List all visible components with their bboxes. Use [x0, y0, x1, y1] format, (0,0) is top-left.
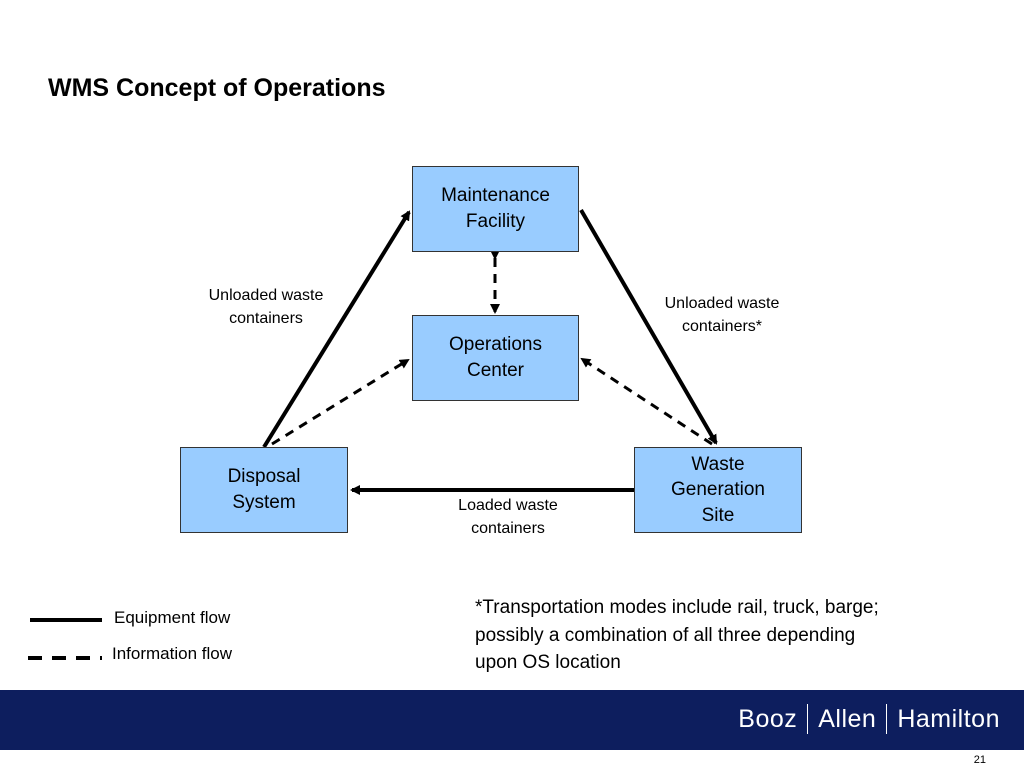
info-waste-operations — [580, 357, 713, 446]
footer-bar: Booz Allen Hamilton — [0, 690, 1024, 750]
edge-maintenance-to-waste — [579, 208, 718, 445]
brand-separator — [886, 704, 888, 734]
maintenance-line-2: Facility — [465, 211, 526, 232]
maintenance-facility-box: Maintenance Facility — [412, 166, 579, 252]
legend-information-label: Information flow — [112, 644, 232, 663]
operations-center-box: Operations Center — [412, 315, 579, 401]
operations-line-2: Center — [466, 360, 524, 381]
disposal-system-box: Disposal System — [180, 447, 348, 533]
edge-label-right-line-1: Unloaded waste — [664, 295, 780, 312]
brand-logo: Booz Allen Hamilton — [738, 704, 1000, 734]
edge-label-right-line-2: containers* — [681, 318, 763, 336]
waste-generation-site-box: Waste Generation Site — [634, 447, 802, 533]
disposal-line-1: Disposal — [227, 466, 301, 488]
waste-line-2: Generation — [670, 479, 765, 501]
legend-equipment-label: Equipment flow — [114, 608, 231, 627]
edge-label-bottom-line-2: containers — [471, 520, 545, 538]
info-disposal-operations — [271, 358, 410, 446]
slide-title: WMS Concept of Operations — [48, 74, 386, 102]
waste-line-1: Waste — [691, 453, 745, 475]
page-number: 21 — [973, 754, 986, 766]
edge-label-bottom: Loaded waste containers — [428, 494, 588, 540]
brand-word-3: Hamilton — [897, 704, 1000, 733]
edge-label-left-line-1: Unloaded waste — [208, 287, 324, 304]
brand-word-2: Allen — [818, 704, 877, 733]
waste-line-3: Site — [701, 504, 735, 526]
edge-label-bottom-line-1: Loaded waste — [458, 497, 558, 514]
footnote-line-1: *Transportation modes include rail, truc… — [475, 597, 879, 618]
transport-footnote: *Transportation modes include rail, truc… — [475, 594, 995, 677]
footnote-line-2: possibly a combination of all three depe… — [475, 624, 856, 646]
operations-line-1: Operations — [449, 334, 542, 356]
footnote-line-3: upon OS location — [475, 652, 621, 674]
brand-word-1: Booz — [738, 704, 798, 733]
maintenance-line-1: Maintenance — [441, 185, 550, 207]
edge-label-left: Unloaded waste containers — [186, 284, 346, 330]
edge-label-left-line-2: containers — [229, 310, 303, 328]
disposal-line-2: System — [232, 492, 296, 513]
brand-separator — [807, 704, 809, 734]
edge-label-right: Unloaded waste containers* — [642, 292, 802, 338]
edge-disposal-to-maintenance — [262, 210, 411, 449]
